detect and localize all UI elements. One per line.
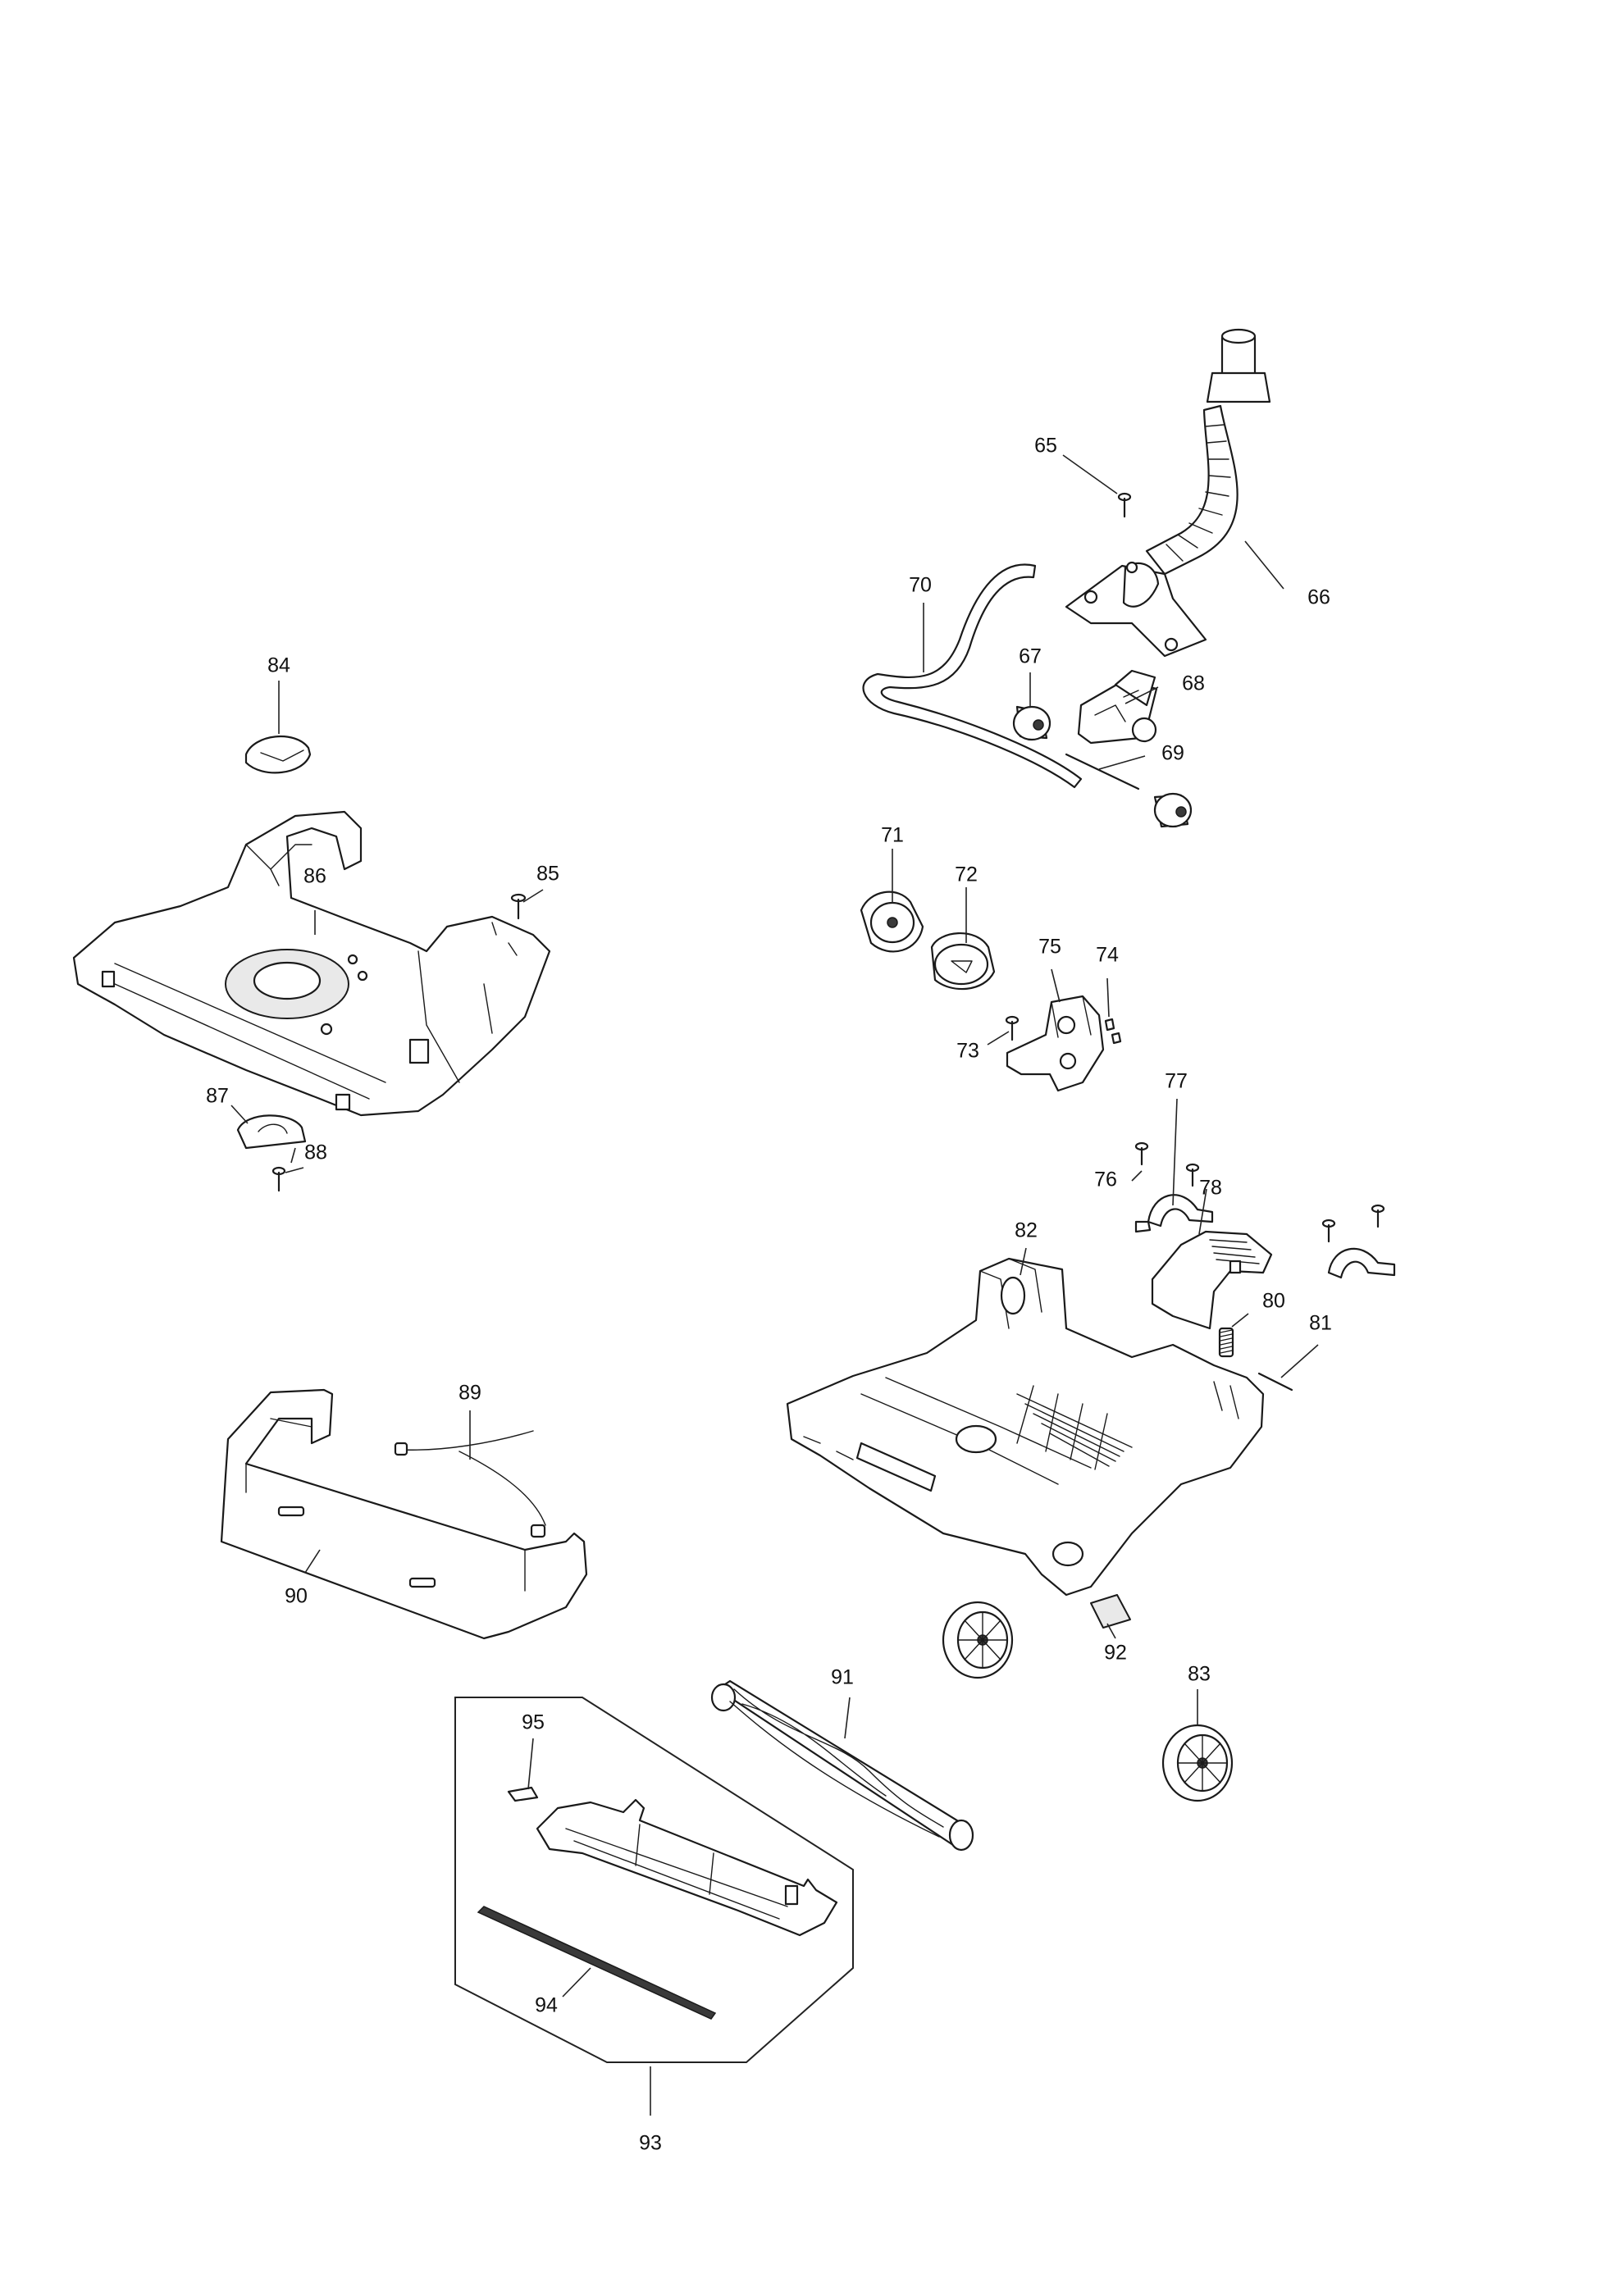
part-77-clamp-right bbox=[1321, 1204, 1396, 1279]
callout-67: 67 bbox=[1019, 645, 1042, 668]
callout-92: 92 bbox=[1104, 1642, 1127, 1665]
part-67-roller bbox=[1012, 705, 1051, 741]
part-91-brush-roll bbox=[710, 1679, 974, 1852]
part-88-screw bbox=[271, 1166, 286, 1192]
callout-65: 65 bbox=[1034, 435, 1057, 458]
callout-76: 76 bbox=[1094, 1168, 1117, 1191]
callout-71: 71 bbox=[881, 824, 904, 847]
callout-75: 75 bbox=[1038, 936, 1061, 959]
part-69-pin bbox=[1065, 753, 1140, 790]
part-84-knob bbox=[244, 735, 312, 774]
callout-66: 66 bbox=[1307, 586, 1330, 609]
part-65-screw bbox=[1117, 492, 1132, 518]
callout-78: 78 bbox=[1199, 1177, 1222, 1200]
part-90-bumper bbox=[220, 1388, 588, 1640]
callout-68: 68 bbox=[1182, 672, 1205, 695]
part-74-spring-parts bbox=[1104, 1018, 1122, 1045]
part-78-cover bbox=[1151, 1230, 1273, 1330]
callout-83: 83 bbox=[1188, 1663, 1211, 1686]
callout-86: 86 bbox=[303, 865, 326, 888]
callout-88: 88 bbox=[304, 1141, 327, 1164]
part-93-assembly-frame bbox=[454, 1697, 854, 2063]
callout-74: 74 bbox=[1096, 944, 1119, 967]
callout-89: 89 bbox=[458, 1382, 481, 1405]
part-75-lever-housing bbox=[1006, 995, 1105, 1092]
part-81-pin bbox=[1257, 1372, 1293, 1392]
part-68-valve-housing bbox=[1077, 669, 1158, 745]
callout-73: 73 bbox=[956, 1040, 979, 1063]
callout-labels: 65 66 67 68 69 70 71 72 73 74 75 76 77 7… bbox=[206, 435, 1332, 2155]
callout-84: 84 bbox=[267, 654, 290, 677]
part-89-wire-harness bbox=[394, 1430, 546, 1538]
part-66-hose bbox=[1065, 328, 1271, 658]
callout-94: 94 bbox=[535, 1994, 558, 2017]
callout-85: 85 bbox=[536, 863, 559, 886]
part-83-wheel bbox=[1161, 1724, 1234, 1802]
part-95-clip bbox=[507, 1786, 539, 1802]
part-82-base-frame bbox=[786, 1257, 1265, 1597]
part-83-wheel-left bbox=[942, 1601, 1014, 1679]
callout-81: 81 bbox=[1309, 1312, 1332, 1335]
part-67-roller-lower bbox=[1153, 792, 1193, 828]
part-92-pad bbox=[1090, 1594, 1131, 1629]
part-77-clamp bbox=[1134, 1194, 1214, 1233]
part-72-cam bbox=[930, 932, 996, 991]
callout-69: 69 bbox=[1161, 742, 1184, 765]
callout-95: 95 bbox=[522, 1711, 545, 1734]
callout-72: 72 bbox=[955, 863, 978, 886]
part-86-cover-plate bbox=[72, 810, 551, 1117]
part-94-strip bbox=[477, 1906, 717, 2020]
part-87-bracket bbox=[236, 1114, 307, 1150]
callout-80: 80 bbox=[1262, 1290, 1285, 1313]
part-70-tube bbox=[862, 563, 1083, 789]
callout-77: 77 bbox=[1165, 1070, 1188, 1093]
part-71-gear-housing bbox=[860, 891, 924, 953]
callout-70: 70 bbox=[909, 574, 932, 597]
callout-93: 93 bbox=[639, 2132, 662, 2155]
callout-87: 87 bbox=[206, 1085, 229, 1108]
part-73-screw bbox=[1005, 1015, 1020, 1041]
part-85-screw bbox=[510, 893, 527, 920]
leader-lines bbox=[230, 454, 1319, 2116]
part-93-nozzle-plate bbox=[536, 1798, 838, 1937]
part-80-spring bbox=[1218, 1327, 1234, 1358]
callout-91: 91 bbox=[831, 1666, 854, 1689]
callout-82: 82 bbox=[1015, 1219, 1038, 1242]
callout-90: 90 bbox=[285, 1585, 308, 1608]
part-76-screw bbox=[1134, 1141, 1200, 1187]
